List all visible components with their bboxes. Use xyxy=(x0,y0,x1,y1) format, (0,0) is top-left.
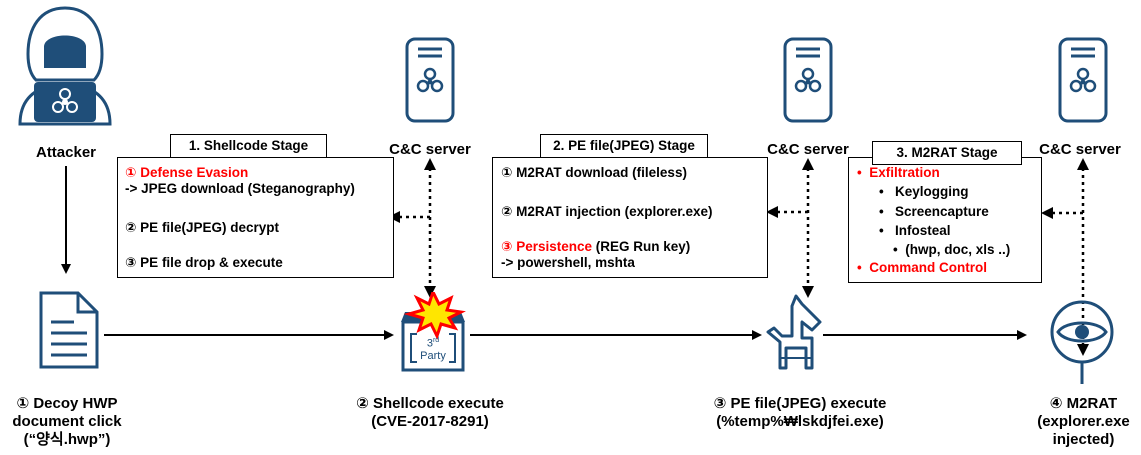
step4-label: ④ M2RAT (explorer.exe injected) xyxy=(1037,395,1130,448)
stage2-line4: -> powershell, mshta xyxy=(501,255,635,270)
cc2-box-arrowhead xyxy=(766,206,778,218)
cc3-up-arrowhead xyxy=(1077,158,1089,170)
m2rat-stage-title: 3. M2RAT Stage xyxy=(872,141,1022,165)
stage2-line2: ② M2RAT injection (explorer.exe) xyxy=(501,204,713,219)
stage2-line1: ① M2RAT download (fileless) xyxy=(501,165,687,180)
cc-server-label-2: C&C server xyxy=(767,141,849,158)
cc3-box-arrowhead xyxy=(1041,207,1053,219)
stage1-line2: -> JPEG download (Steganography) xyxy=(125,181,355,196)
hwp-document-icon xyxy=(39,291,99,369)
persistence-text: Persistence xyxy=(516,239,593,254)
cc1-up-arrowhead xyxy=(424,158,436,170)
screencapture-item: • Screencapture xyxy=(879,204,989,219)
attacker-hacker-icon xyxy=(18,6,112,126)
cc-server-icon-2 xyxy=(783,37,833,123)
stage1-line3: ② PE file(JPEG) decrypt xyxy=(125,220,279,235)
pe-file-stage-box: ① M2RAT download (fileless) ② M2RAT inje… xyxy=(492,157,768,278)
exfiltration-item: • Exfiltration xyxy=(857,165,940,180)
stage1-line4: ③ PE file drop & execute xyxy=(125,255,283,270)
step1-label: ① Decoy HWP document click (“양식.hwp”) xyxy=(12,395,122,448)
step2-label: ② Shellcode execute (CVE-2017-8291) xyxy=(356,395,504,430)
attacker-label: Attacker xyxy=(35,144,97,161)
keylogging-item: • Keylogging xyxy=(879,184,969,199)
defense-evasion-text: Defense Evasion xyxy=(140,165,249,180)
cc2-down-arrowhead xyxy=(802,286,814,298)
trojan-horse-icon xyxy=(766,294,822,370)
cc-server-icon-1 xyxy=(405,37,455,123)
m2rat-spy-eye-icon xyxy=(1050,300,1114,384)
stage2-line3: ③ Persistence (REG Run key) xyxy=(501,239,691,254)
third-party-package-icon xyxy=(401,292,466,372)
cc-server-label-3: C&C server xyxy=(1039,141,1121,158)
cc3-down-arrowhead xyxy=(1077,344,1089,356)
shellcode-stage-title: 1. Shellcode Stage xyxy=(170,134,327,158)
formats-item: • (hwp, doc, xls ..) xyxy=(893,242,1011,257)
pe-file-stage-title: 2. PE file(JPEG) Stage xyxy=(540,134,708,158)
cc-server-label-1: C&C server xyxy=(389,141,471,158)
step3-label: ③ PE file(JPEG) execute (%temp%₩lskdjfei… xyxy=(713,395,887,430)
command-control-item: • Command Control xyxy=(857,260,987,275)
shellcode-stage-box: ① Defense Evasion -> JPEG download (Steg… xyxy=(117,157,394,278)
m2rat-stage-box: • Exfiltration • Keylogging • Screencapt… xyxy=(848,157,1042,283)
stage1-line1: ① Defense Evasion xyxy=(125,165,249,180)
third-party-text: 3rd Party xyxy=(420,337,446,362)
cc1-down-arrowhead xyxy=(424,286,436,298)
cc2-up-arrowhead xyxy=(802,158,814,170)
cc-server-icon-3 xyxy=(1058,37,1108,123)
infosteal-item: • Infosteal xyxy=(879,223,951,238)
cc1-box-arrowhead xyxy=(388,211,400,223)
